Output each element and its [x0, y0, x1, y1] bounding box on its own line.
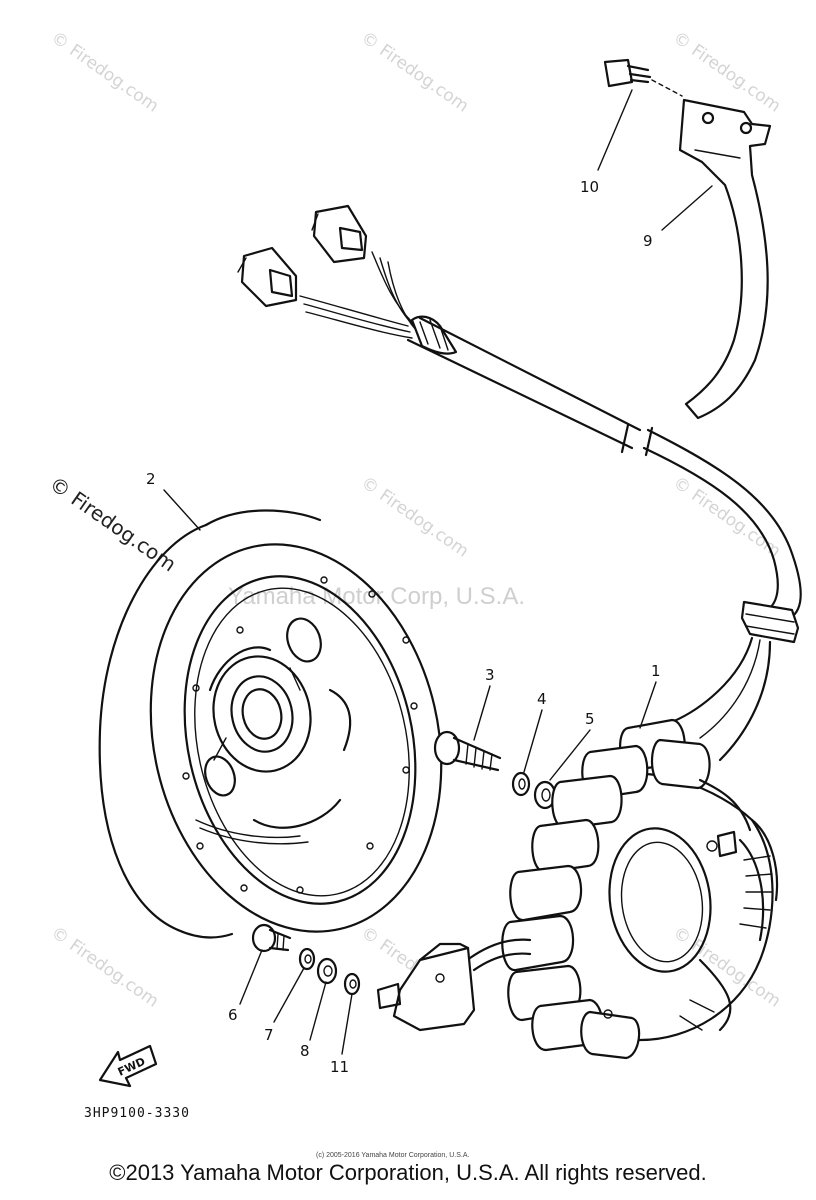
part-10-bolt [603, 58, 683, 97]
watermark-yamaha: Yamaha Motor Corp, U.S.A. [228, 583, 525, 610]
callout-9: 9 [643, 232, 653, 250]
fwd-arrow: FWD [98, 1044, 158, 1088]
watermark-firedog: © Firedog.com [669, 28, 784, 117]
copyright-notice: ©2013 Yamaha Motor Corporation, U.S.A. A… [109, 1160, 707, 1185]
callout-11: 11 [330, 1058, 349, 1076]
part-7-washer [298, 947, 316, 971]
callout-7: 7 [264, 1026, 274, 1044]
diagram-code: 3HP9100-3330 [84, 1106, 190, 1121]
watermark-firedog: © Firedog.com [357, 28, 472, 117]
callout-4: 4 [537, 690, 547, 708]
small-notice: (c) 2005-2016 Yamaha Motor Corporation, … [316, 1152, 469, 1159]
firedog-mark-left: © Firedog.com [45, 471, 181, 576]
watermark-firedog: © Firedog.com [47, 28, 162, 117]
callout-10: 10 [580, 178, 599, 196]
callout-2: 2 [146, 470, 156, 488]
leader-lines [163, 89, 713, 1055]
watermark-firedog: © Firedog.com [357, 473, 472, 562]
part-9-stay [678, 98, 772, 420]
part-11-clip [343, 972, 361, 996]
part-1-stator [376, 718, 779, 1060]
callout-numbers: 10 9 2 3 4 5 1 6 7 8 11 [146, 178, 661, 1076]
watermark-layer: © Firedog.com © Firedog.com © Firedog.co… [47, 28, 784, 1012]
callout-1: 1 [651, 662, 661, 680]
watermark-firedog: © Firedog.com [47, 923, 162, 1012]
callout-6: 6 [228, 1006, 238, 1024]
part-2-rotor [98, 509, 443, 939]
part-6-screw [251, 923, 292, 953]
callout-3: 3 [485, 666, 495, 684]
callout-8: 8 [300, 1042, 310, 1060]
wire-harness [237, 204, 802, 762]
part-4-washer [511, 771, 531, 797]
watermark-firedog: © Firedog.com [669, 473, 784, 562]
part-3-bolt [433, 730, 502, 772]
callout-5: 5 [585, 710, 595, 728]
part-8-washer [316, 957, 338, 985]
